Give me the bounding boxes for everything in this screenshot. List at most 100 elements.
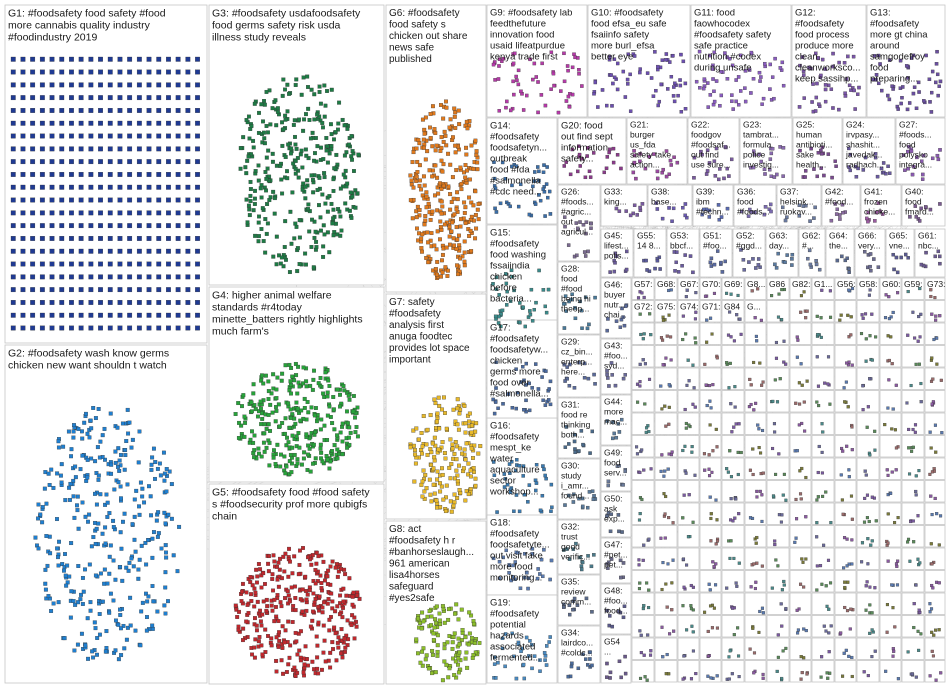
graph-node <box>782 339 786 343</box>
graph-node <box>541 398 545 403</box>
graph-node <box>69 300 74 305</box>
graph-node <box>453 150 458 155</box>
graph-node <box>39 312 45 318</box>
graph-node <box>80 436 85 441</box>
graph-node <box>156 210 162 216</box>
graph-node <box>886 541 890 545</box>
graph-node <box>169 516 174 521</box>
graph-node <box>671 558 675 562</box>
graph-node <box>285 176 290 181</box>
graph-node <box>119 626 123 631</box>
graph-node <box>551 71 556 76</box>
graph-node <box>895 270 900 275</box>
graph-node <box>353 188 358 193</box>
graph-node <box>57 539 61 544</box>
graph-node <box>770 146 775 151</box>
graph-node <box>295 457 300 462</box>
graph-node <box>511 79 515 84</box>
graph-node <box>762 212 767 217</box>
graph-node <box>933 423 937 427</box>
graph-node <box>533 202 538 206</box>
graph-node <box>271 553 276 558</box>
small-group-cell <box>856 390 880 413</box>
graph-node <box>706 81 710 85</box>
graph-node <box>929 542 933 546</box>
graph-node <box>430 174 435 179</box>
small-group-cell <box>834 615 857 638</box>
graph-node <box>777 452 781 456</box>
graph-node <box>457 411 462 416</box>
graph-node <box>269 603 274 608</box>
graph-node <box>49 197 55 203</box>
graph-node <box>323 201 328 206</box>
graph-node <box>309 405 314 410</box>
graph-node <box>48 551 53 556</box>
graph-node <box>237 420 241 425</box>
graph-node <box>538 658 542 662</box>
graph-node <box>352 636 357 641</box>
graph-node <box>729 497 733 501</box>
small-group-cell <box>924 322 946 345</box>
graph-node <box>909 383 913 388</box>
graph-node <box>781 83 786 88</box>
graph-node <box>706 105 710 109</box>
graph-node <box>117 69 123 75</box>
graph-node <box>874 519 878 523</box>
graph-node <box>843 580 847 584</box>
graph-node <box>49 146 55 152</box>
graph-node <box>468 228 473 233</box>
small-group-cell <box>901 525 925 548</box>
graph-node <box>259 183 264 188</box>
graph-node <box>43 567 48 572</box>
small-group-cell <box>789 637 812 660</box>
graph-node <box>474 421 479 426</box>
graph-node <box>30 108 36 113</box>
graph-node <box>687 379 691 383</box>
graph-node <box>323 659 328 664</box>
graph-node <box>845 256 849 260</box>
graph-node <box>69 159 74 165</box>
graph-node <box>726 333 731 337</box>
graph-node <box>10 300 16 305</box>
graph-node <box>20 184 26 190</box>
graph-node <box>455 237 460 242</box>
graph-node <box>846 313 850 317</box>
graph-node <box>638 470 642 475</box>
graph-node <box>88 172 94 177</box>
graph-node <box>819 335 823 339</box>
graph-node <box>113 449 118 454</box>
graph-node <box>287 546 291 551</box>
graph-node <box>678 83 683 88</box>
graph-node <box>778 377 782 381</box>
graph-node <box>341 172 346 177</box>
graph-node <box>521 305 525 310</box>
graph-node <box>521 108 526 112</box>
graph-node <box>253 188 257 193</box>
graph-node <box>567 105 572 109</box>
graph-node <box>419 246 424 251</box>
graph-node <box>317 90 322 94</box>
graph-node <box>49 159 55 165</box>
graph-node <box>452 476 457 481</box>
graph-node <box>524 635 529 640</box>
small-group-cell <box>699 345 722 368</box>
graph-node <box>608 676 612 680</box>
graph-node <box>264 231 269 236</box>
graph-node <box>272 448 276 453</box>
graph-node <box>430 144 435 149</box>
graph-node <box>566 674 570 679</box>
graph-node <box>241 393 246 398</box>
graph-node <box>679 110 684 114</box>
graph-node <box>746 214 751 218</box>
graph-node <box>710 332 714 336</box>
graph-node <box>916 557 920 561</box>
graph-node <box>312 235 317 240</box>
graph-node <box>922 99 926 103</box>
graph-node <box>117 458 122 463</box>
graph-node <box>264 155 269 160</box>
graph-node <box>287 599 292 604</box>
graph-node <box>906 256 910 260</box>
graph-node <box>321 223 326 228</box>
graph-node <box>249 124 254 128</box>
graph-node <box>605 328 609 333</box>
